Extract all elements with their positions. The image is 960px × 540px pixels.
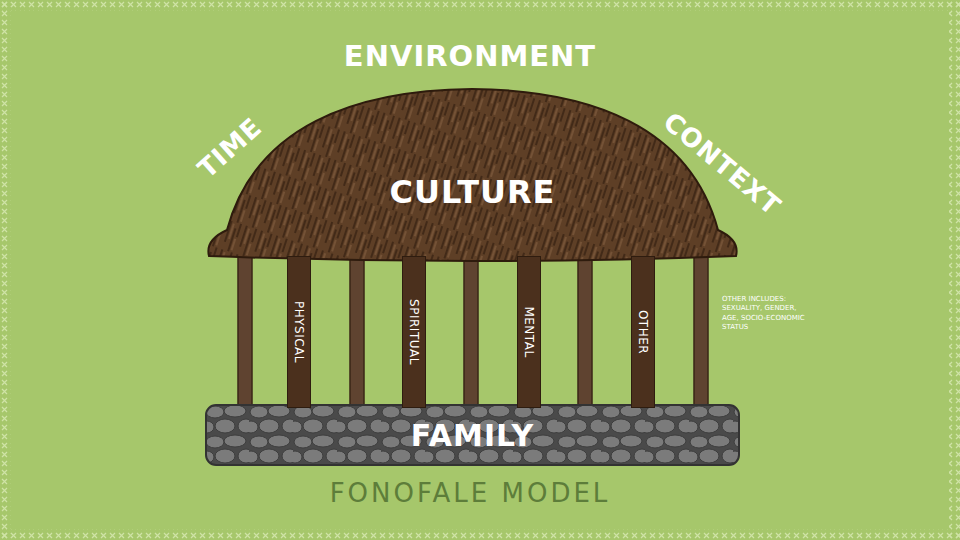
base-label: FAMILY: [411, 418, 534, 453]
post-label: SPIRITUAL: [407, 299, 421, 365]
environment-label: ENVIRONMENT: [344, 41, 596, 73]
diagram-title: FONOFALE MODEL: [330, 478, 611, 508]
roof-label: CULTURE: [390, 173, 556, 211]
post-pillar: PHYSICAL: [287, 256, 311, 408]
post-pillar: SPIRITUAL: [402, 256, 426, 408]
note-label: OTHER INCLUDES: SEXUALITY, GENDER, AGE, …: [722, 295, 810, 333]
roof-culture: CULTURE: [205, 86, 740, 264]
plain-posts: [238, 250, 708, 410]
post-label: PHYSICAL: [292, 301, 306, 363]
post-pillar: MENTAL: [517, 256, 541, 408]
post-pillar: OTHER: [631, 256, 655, 408]
foundation-base: FAMILY: [205, 404, 740, 466]
post-label: OTHER: [636, 310, 650, 354]
post-label: MENTAL: [522, 306, 536, 357]
